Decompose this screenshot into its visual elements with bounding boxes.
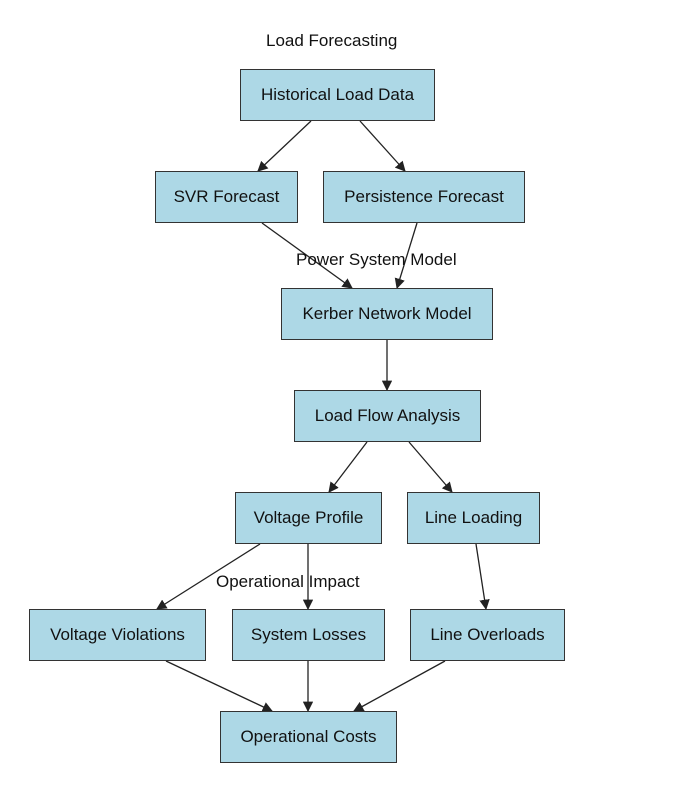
edge-persistence-forecast-to-kerber-network-model — [394, 222, 418, 289]
edge-historical-load-data-to-persistence-forecast — [359, 120, 406, 172]
node-historical-load-data: Historical Load Data — [240, 69, 435, 121]
node-line-loading: Line Loading — [407, 492, 540, 544]
edge-line-overloads-to-operational-costs — [353, 660, 446, 712]
node-system-losses: System Losses — [232, 609, 385, 661]
edge-svr-forecast-to-kerber-network-model — [261, 222, 353, 289]
node-voltage-violations: Voltage Violations — [29, 609, 206, 661]
node-load-flow-analysis: Load Flow Analysis — [294, 390, 481, 442]
node-line-overloads: Line Overloads — [410, 609, 565, 661]
cluster-label-power-system-model: Power System Model — [296, 250, 457, 269]
cluster-label-operational-impact: Operational Impact — [216, 572, 360, 591]
node-kerber-network-model: Kerber Network Model — [281, 288, 493, 340]
edge-load-flow-analysis-to-line-loading — [408, 441, 453, 493]
node-voltage-profile: Voltage Profile — [235, 492, 382, 544]
node-operational-costs: Operational Costs — [220, 711, 397, 763]
edge-voltage-violations-to-operational-costs — [165, 660, 273, 712]
edge-voltage-profile-to-voltage-violations — [156, 543, 261, 610]
cluster-label-load-forecasting: Load Forecasting — [266, 31, 398, 50]
node-persistence-forecast: Persistence Forecast — [323, 171, 525, 223]
edge-historical-load-data-to-svr-forecast — [257, 120, 312, 172]
node-svr-forecast: SVR Forecast — [155, 171, 298, 223]
edge-line-loading-to-line-overloads — [475, 543, 490, 611]
edge-load-flow-analysis-to-voltage-profile — [328, 441, 368, 493]
